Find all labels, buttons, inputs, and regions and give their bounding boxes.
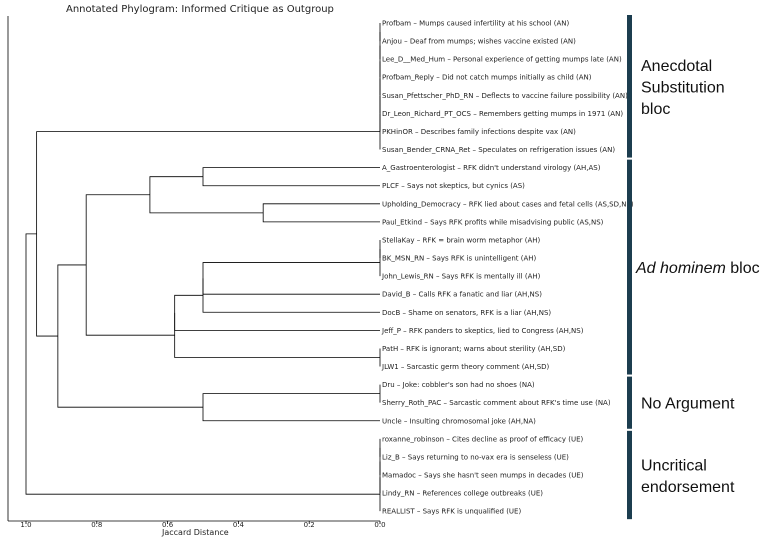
bloc-label: Ad hominem bloc bbox=[635, 260, 760, 277]
dendrogram-link bbox=[85, 194, 175, 336]
leaf-label: Upholding_Democracy – RFK lied about cas… bbox=[382, 200, 634, 208]
bloc-bracket bbox=[627, 159, 632, 375]
dendrogram-link bbox=[202, 393, 380, 422]
leaf-label: Profbam – Mumps caused infertility at hi… bbox=[382, 20, 570, 28]
leaf-label: Lindy_RN – References college outbreaks … bbox=[382, 490, 543, 498]
bloc-bracket bbox=[627, 15, 632, 158]
bloc-bracket bbox=[627, 376, 632, 429]
bloc-label: Uncritical bbox=[641, 457, 707, 474]
leaf-label: Paul_Etkind – Says RFK profits while mis… bbox=[382, 218, 604, 226]
leaf-label: Anjou – Deaf from mumps; wishes vaccine … bbox=[382, 38, 576, 46]
dendrogram-link bbox=[202, 262, 380, 295]
leaf-label: John_Lewis_RN – Says RFK is mentally ill… bbox=[381, 273, 541, 281]
dendrogram-link bbox=[149, 176, 264, 214]
x-tick-label: 1.0 bbox=[20, 521, 31, 529]
dendrogram-link bbox=[174, 294, 380, 331]
bloc-bracket bbox=[627, 430, 632, 520]
dendrogram-links bbox=[25, 23, 381, 512]
x-tick-label: 0.6 bbox=[162, 521, 174, 529]
leaf-label: Mamadoc – Says she hasn't seen mumps in … bbox=[382, 472, 584, 480]
bloc-label: No Argument bbox=[641, 396, 735, 413]
leaf-label: PLCF – Says not skeptics, but cynics (AS… bbox=[382, 182, 525, 190]
bloc-label: Anecdotal bbox=[641, 58, 712, 75]
leaf-label: Susan_Pfettscher_PhD_RN – Deflects to va… bbox=[382, 92, 628, 100]
leaf-label: Dru – Joke: cobbler's son had no shoes (… bbox=[382, 381, 535, 389]
leaf-label: BK_MSN_RN – Says RFK is unintelligent (A… bbox=[382, 255, 537, 263]
leaf-label: PatH – RFK is ignorant; warns about ster… bbox=[382, 345, 566, 353]
dendrogram-link bbox=[25, 233, 380, 495]
plot-frame bbox=[7, 16, 380, 522]
leaf-label: PKHinOR – Describes family infections de… bbox=[382, 128, 576, 136]
x-axis: 1.0 0.8 0.6 0.4 0.2 0.0 bbox=[20, 521, 386, 529]
leaf-label: REALLIST – Says RFK is unqualified (UE) bbox=[382, 508, 521, 516]
dendrogram-link bbox=[57, 264, 203, 408]
x-tick-label: 0.8 bbox=[91, 521, 102, 529]
leaf-label: Susan_Bender_CRNA_Ret – Speculates on re… bbox=[382, 146, 615, 154]
dendrogram-link bbox=[202, 167, 380, 187]
leaf-label: StellaKay – RFK = brain worm metaphor (A… bbox=[382, 236, 541, 244]
leaf-label: JLW1 – Sarcastic germ theory comment (AH… bbox=[381, 363, 550, 371]
dendrogram-link bbox=[262, 203, 380, 223]
leaf-label: Jeff_P – RFK panders to skeptics, lied t… bbox=[381, 327, 584, 335]
x-axis-label: Jaccard Distance bbox=[161, 528, 229, 537]
dendrogram-link bbox=[174, 312, 380, 358]
bloc-label: Substitution bbox=[641, 79, 725, 96]
x-tick-label: 0.4 bbox=[233, 521, 245, 529]
leaf-label: DocB – Shame on senators, RFK is a liar … bbox=[382, 309, 551, 317]
leaf-label: Liz_B – Says returning to no-vax era is … bbox=[382, 453, 569, 461]
leaf-label: Profbam_Reply – Did not catch mumps init… bbox=[382, 74, 592, 82]
bloc-label: endorsement bbox=[641, 479, 735, 496]
leaf-label: David_B – Calls RFK a fanatic and liar (… bbox=[382, 291, 542, 299]
leaf-label: Dr_Leon_Richard_PT_OCS – Remembers getti… bbox=[382, 110, 623, 118]
leaf-label: Lee_D__Med_Hum – Personal experience of … bbox=[382, 56, 622, 64]
leaf-labels: Profbam – Mumps caused infertility at hi… bbox=[381, 20, 634, 516]
leaf-label: roxanne_robinson – Cites decline as proo… bbox=[382, 435, 584, 443]
leaf-label: Sherry_Roth_PAC – Sarcastic comment abou… bbox=[382, 399, 611, 407]
dendrogram-link bbox=[36, 131, 380, 337]
dendrogram-link bbox=[202, 278, 380, 313]
bloc-label: bloc bbox=[641, 101, 670, 118]
chart-title: Annotated Phylogram: Informed Critique a… bbox=[66, 4, 334, 15]
leaf-label: A_Gastroenterologist – RFK didn't unders… bbox=[382, 164, 601, 172]
leaf-label: Uncle – Insulting chromosomal joke (AH,N… bbox=[382, 417, 536, 425]
x-tick-label: 0.0 bbox=[374, 521, 385, 529]
x-tick-label: 0.2 bbox=[304, 521, 315, 529]
